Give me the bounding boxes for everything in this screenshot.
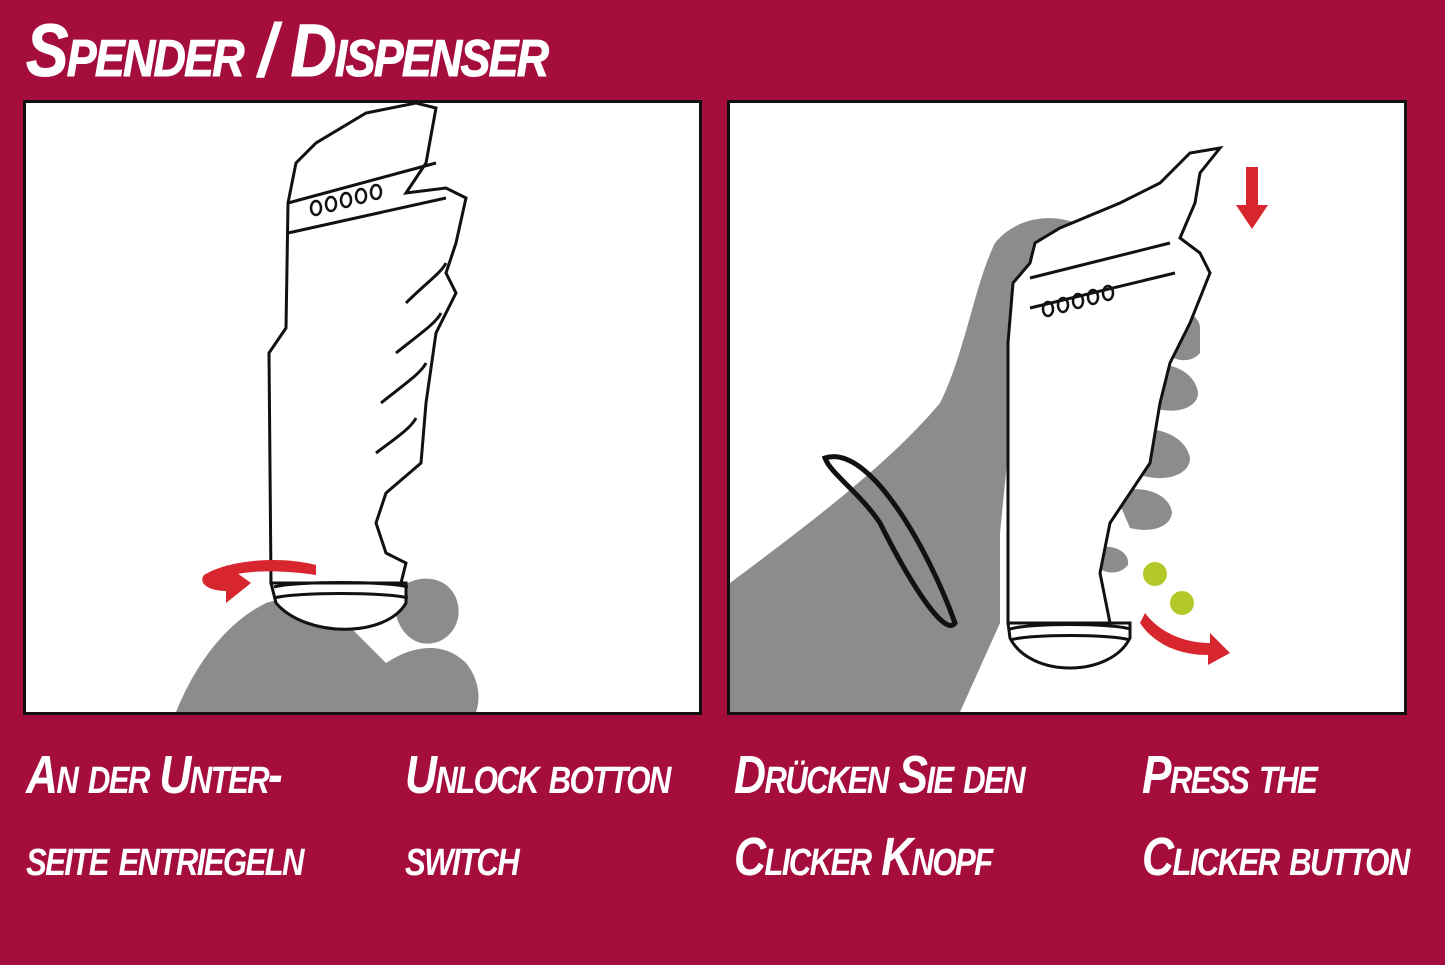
caption-english-press: Press the Clicker button — [1142, 734, 1410, 898]
dispenser-dial — [1009, 623, 1131, 642]
hand-icon — [730, 218, 1200, 712]
dispense-arrow-icon — [1140, 613, 1230, 665]
dispenser-icon — [1006, 145, 1224, 670]
dispenser-counter — [309, 183, 383, 217]
wrist-band — [821, 454, 958, 628]
caption-german-press: Drücken Sie den Clicker Knopf — [734, 734, 1026, 898]
caption-line: Unlock botton — [405, 745, 671, 805]
dispenser-counter — [1041, 284, 1115, 318]
panel-unlock — [23, 100, 702, 715]
caption-english-unlock: Unlock botton switch — [405, 734, 671, 898]
caption-line: Clicker Knopf — [734, 827, 993, 887]
press-illustration — [730, 145, 1268, 712]
caption-line: Clicker button — [1142, 827, 1410, 887]
down-arrow-icon — [1236, 167, 1268, 229]
caption-german-unlock: An der Unter- seite entriegeln — [26, 734, 305, 898]
caption-line: An der Unter- — [26, 745, 283, 805]
dispenser-icon — [267, 103, 468, 631]
caption-line: Press the — [1142, 745, 1318, 805]
hand-icon — [176, 578, 479, 712]
page-title: Spender / Dispenser — [26, 9, 550, 92]
panel-press — [727, 100, 1407, 715]
unlock-illustration — [176, 103, 479, 712]
caption-line: Drücken Sie den — [734, 745, 1026, 805]
pellet-icon — [1143, 562, 1194, 615]
rotate-arrow-icon — [202, 560, 316, 603]
dispenser-dial — [273, 581, 409, 600]
caption-line: seite entriegeln — [26, 827, 305, 887]
caption-line: switch — [405, 827, 520, 887]
